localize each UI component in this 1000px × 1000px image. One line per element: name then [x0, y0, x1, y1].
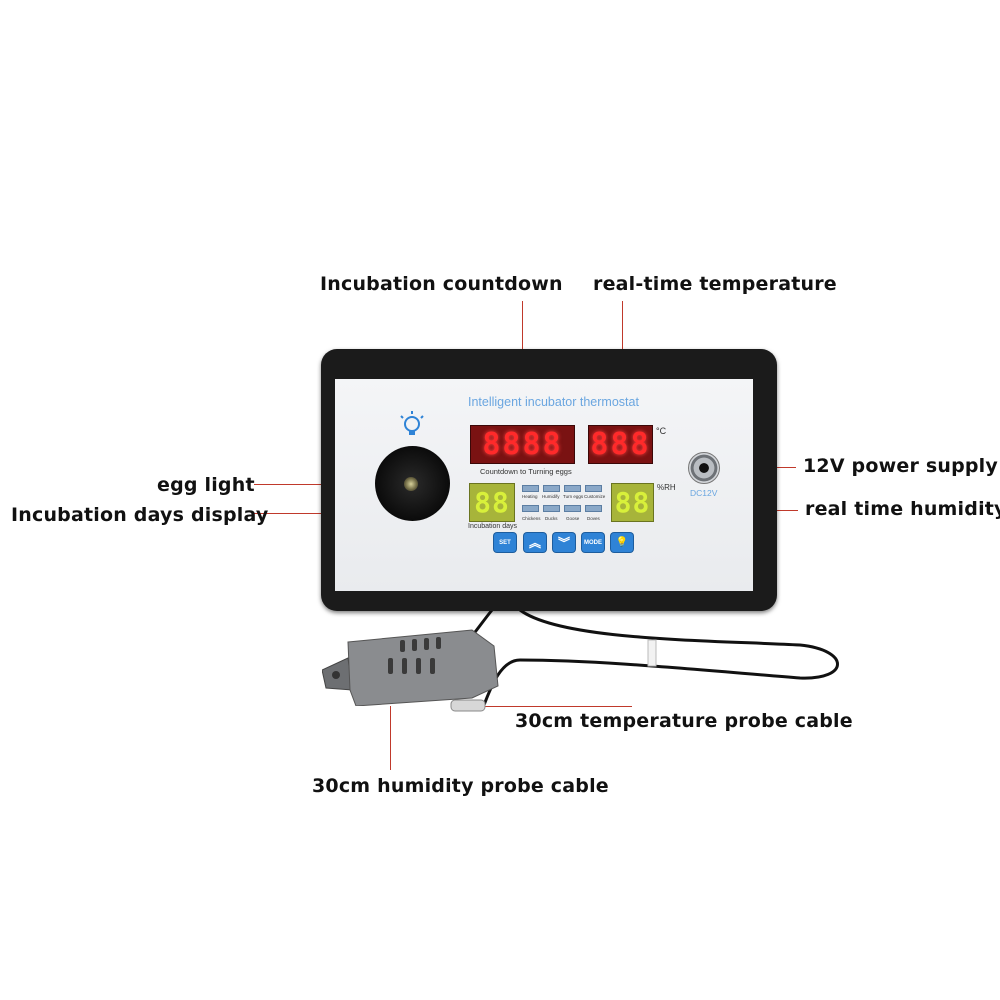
label-incubation-countdown: Incubation countdown: [320, 273, 563, 295]
label-realtime-humidity: real time humidity: [805, 498, 1000, 520]
callout-line-humidity-probe: [390, 706, 391, 770]
indicator-label-ducks: Ducks: [545, 516, 558, 521]
indicator-turn-eggs: [564, 485, 581, 492]
power-jack-label: DC12V: [690, 488, 718, 498]
label-humidity-probe-cable: 30cm humidity probe cable: [312, 775, 609, 797]
indicator-label-customize: Customize: [584, 494, 606, 499]
up-button[interactable]: ︽: [524, 533, 546, 552]
countdown-display: 8888: [470, 425, 575, 464]
power-jack[interactable]: [688, 452, 720, 484]
label-realtime-temperature: real-time temperature: [593, 273, 837, 295]
indicator-label-goose: Goose: [566, 516, 580, 521]
indicator-goose: [564, 505, 581, 512]
indicator-label-heating: Heating: [522, 494, 538, 499]
lightbulb-icon: [400, 411, 424, 435]
label-power-supply: 12V power supply: [803, 455, 998, 477]
countdown-caption: Countdown to Turning eggs: [480, 467, 572, 476]
set-button[interactable]: SET: [494, 533, 516, 552]
label-incubation-days-display: Incubation days display: [11, 504, 269, 526]
humidity-unit: %RH: [657, 483, 676, 492]
humidity-probe-housing: [322, 629, 499, 706]
celsius-unit: °C: [656, 426, 667, 436]
indicator-label-humidify: Humidify: [542, 494, 560, 499]
days-caption: Incubation days: [468, 523, 518, 530]
incubation-days-display: 88: [469, 483, 515, 522]
indicator-label-doves: Doves: [587, 516, 600, 521]
panel-title: Intelligent incubator thermostat: [468, 395, 639, 409]
label-egg-light: egg light: [157, 474, 255, 496]
temperature-cable: [482, 608, 839, 706]
humidity-display: 88: [611, 483, 654, 522]
indicator-chickens: [522, 505, 539, 512]
light-button[interactable]: 💡: [611, 533, 633, 552]
cable-tie: [647, 639, 657, 667]
temperature-probe-tip: [450, 699, 486, 712]
down-button[interactable]: ︾: [553, 533, 575, 552]
indicator-humidify: [543, 485, 560, 492]
label-temp-probe-cable: 30cm temperature probe cable: [515, 710, 853, 732]
callout-line-temp-probe: [478, 706, 632, 707]
indicator-doves: [585, 505, 602, 512]
indicator-label-turn-eggs: Turn eggs: [563, 494, 584, 499]
egg-light-led: [404, 477, 418, 491]
indicator-ducks: [543, 505, 560, 512]
indicator-customize: [585, 485, 602, 492]
indicator-heating: [522, 485, 539, 492]
indicator-label-chickens: Chickens: [522, 516, 541, 521]
mode-button[interactable]: MODE: [582, 533, 604, 552]
temperature-display: 888: [588, 425, 653, 464]
